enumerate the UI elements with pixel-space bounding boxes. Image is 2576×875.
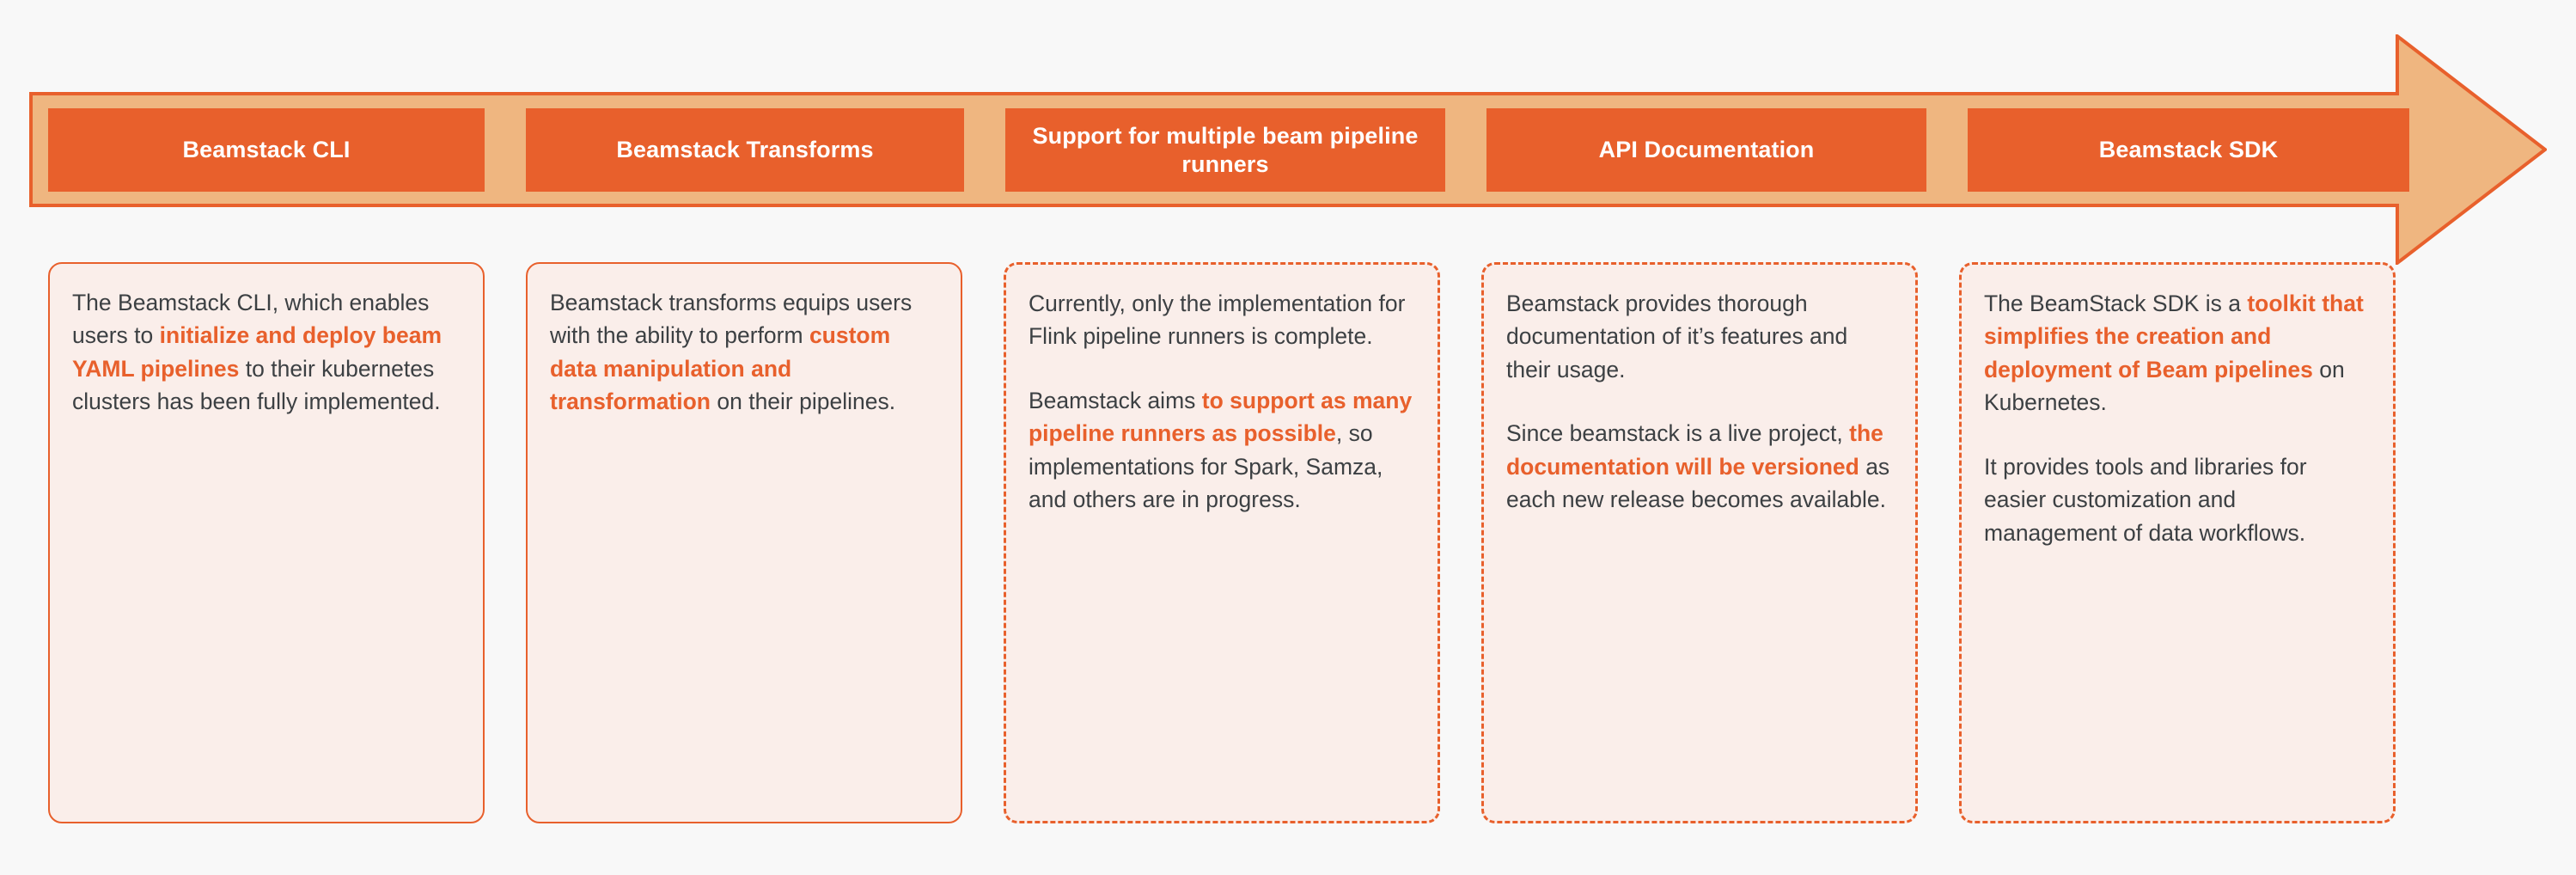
phase-pill-api-documentation[interactable]: API Documentation — [1486, 108, 1926, 192]
phase-pill-label: Support for multiple beam pipeline runne… — [1032, 122, 1419, 177]
body-text: on their pipelines. — [711, 389, 896, 415]
description-card-beamstack-transforms: Beamstack transforms equips users with t… — [526, 262, 962, 823]
body-text: , so implementations for Spark, Samza, a… — [1029, 420, 1383, 513]
highlighted-text: toolkit that simplifies the creation and… — [1984, 291, 2364, 382]
description-card-multiple-runners: Currently, only the implementation for F… — [1004, 262, 1440, 823]
highlighted-text: custom data manipulation and transformat… — [550, 322, 891, 415]
body-text: Beamstack aims — [1029, 387, 1202, 413]
highlighted-text: the documentation will be versioned — [1506, 420, 1883, 480]
phase-pill-label: Beamstack SDK — [2098, 137, 2279, 163]
body-text: as each new release becomes available. — [1506, 453, 1890, 513]
body-text: Currently, only the implementation for F… — [1029, 291, 1406, 350]
phase-pill-label: Beamstack CLI — [182, 137, 351, 163]
phase-pill-beamstack-transforms[interactable]: Beamstack Transforms — [526, 108, 964, 192]
phase-pill-label: API Documentation — [1598, 137, 1815, 163]
body-text: on Kubernetes. — [1984, 356, 2345, 416]
body-text: Beamstack transforms equips users with t… — [550, 290, 913, 349]
card-paragraph: Currently, only the implementation for F… — [1029, 287, 1415, 353]
phase-pill-beamstack-sdk[interactable]: Beamstack SDK — [1968, 108, 2409, 192]
phase-pill-multiple-runners[interactable]: Support for multiple beam pipeline runne… — [1005, 108, 1445, 192]
description-card-beamstack-cli: The Beamstack CLI, which enables users t… — [48, 262, 485, 823]
card-paragraph: The BeamStack SDK is a toolkit that simp… — [1984, 287, 2371, 419]
body-text: Since beamstack is a live project, — [1506, 420, 1850, 447]
card-paragraph: Beamstack aims to support as many pipeli… — [1029, 384, 1415, 517]
highlighted-text: to support as many pipeline runners as p… — [1029, 387, 1413, 447]
body-text: Beamstack provides thorough documentatio… — [1506, 291, 1848, 382]
card-paragraph: The Beamstack CLI, which enables users t… — [72, 286, 461, 419]
card-paragraph: Beamstack provides thorough documentatio… — [1506, 287, 1893, 386]
description-card-beamstack-sdk: The BeamStack SDK is a toolkit that simp… — [1959, 262, 2396, 823]
card-paragraph: Since beamstack is a live project, the d… — [1506, 417, 1893, 516]
body-text: It provides tools and libraries for easi… — [1984, 453, 2307, 546]
description-card-row: The Beamstack CLI, which enables users t… — [48, 262, 2396, 823]
card-paragraph: It provides tools and libraries for easi… — [1984, 450, 2371, 549]
phase-pill-beamstack-cli[interactable]: Beamstack CLI — [48, 108, 485, 192]
phase-pill-label: Beamstack Transforms — [616, 137, 874, 163]
card-paragraph: Beamstack transforms equips users with t… — [550, 286, 938, 419]
body-text: to their kubernetes clusters has been fu… — [72, 355, 441, 415]
description-card-api-documentation: Beamstack provides thorough documentatio… — [1481, 262, 1918, 823]
phase-pill-row: Beamstack CLI Beamstack Transforms Suppo… — [48, 108, 2409, 192]
body-text: The Beamstack CLI, which enables users t… — [72, 290, 430, 349]
highlighted-text: initialize and deploy beam YAML pipeline… — [72, 322, 443, 382]
body-text: The BeamStack SDK is a — [1984, 291, 2248, 316]
